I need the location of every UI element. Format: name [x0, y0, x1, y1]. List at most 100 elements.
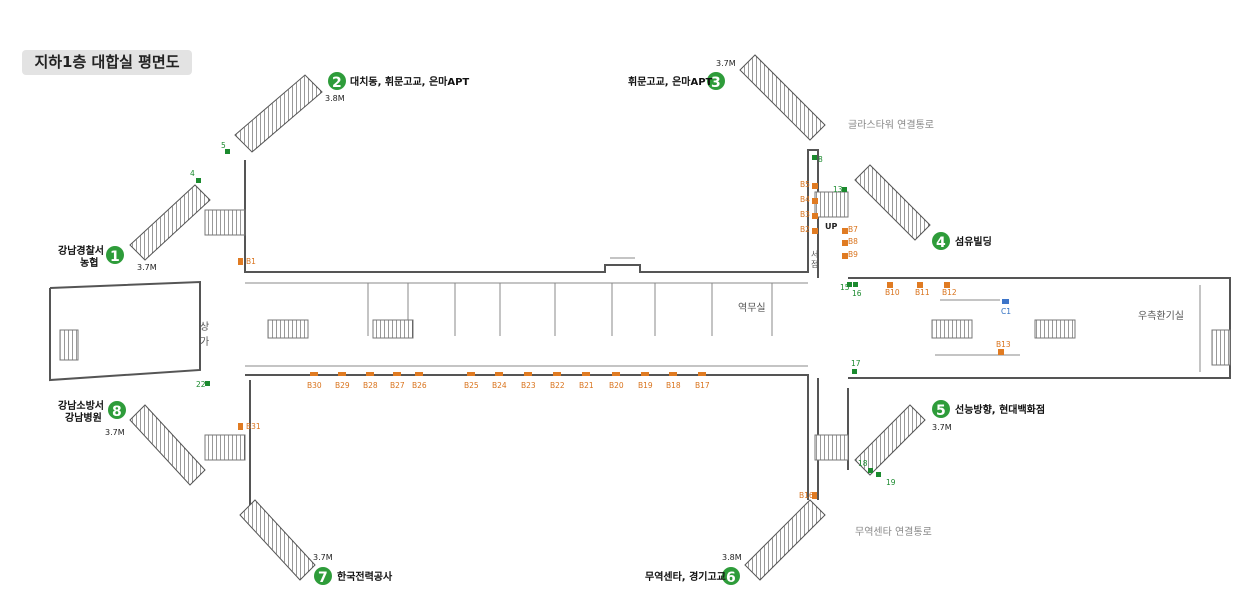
shop-b25-b25: B25 — [464, 372, 479, 390]
facility-13-mark — [842, 187, 847, 192]
exit-7[interactable]: 7 한국전력공사 3.7M — [313, 553, 393, 586]
facility-17-mark — [852, 369, 857, 374]
exit-5[interactable]: 5 선능방향, 현대백화점 3.7M — [932, 400, 1045, 432]
shop-b3-label: B3 — [800, 210, 810, 219]
facility-8-8: 8 — [812, 155, 823, 164]
shop-b26-b26: B26 — [412, 372, 427, 390]
facility-4-mark — [196, 178, 201, 183]
exit-8-badge — [108, 401, 126, 419]
exit-8[interactable]: 8 강남소방서 강남병원 3.7M — [58, 399, 126, 437]
shop-b27-b27: B27 — [390, 372, 405, 390]
exit-1[interactable]: 1 강남경찰서 농협 3.7M — [58, 244, 157, 272]
facility-4-4: 4 — [190, 169, 201, 183]
shop-b24-b24: B24 — [492, 372, 507, 390]
facility-13-label: 13 — [833, 185, 843, 194]
shop-b26-mark — [415, 372, 423, 376]
shop-b19-mark — [641, 372, 649, 376]
facility-13-13: 13 — [833, 185, 847, 194]
shop-b30-mark — [310, 372, 318, 376]
exit-7-number: 7 — [318, 570, 328, 586]
shop-b9-b9: B9 — [842, 250, 858, 259]
exit-6[interactable]: 6 무역센타, 경기고교 3.8M — [645, 553, 742, 586]
exit-6-number: 6 — [726, 570, 736, 586]
shop-b8-mark — [842, 240, 848, 246]
up-label: UP — [825, 222, 837, 231]
shop-b20-label: B20 — [609, 381, 624, 390]
shop-b10-label: B10 — [885, 288, 900, 297]
exit-3-height: 3.7M — [716, 59, 736, 68]
exit-8-height: 3.7M — [105, 428, 125, 437]
exit-3-badge — [707, 72, 725, 90]
exit-4-label: 섬유빌딩 — [955, 235, 992, 248]
shop-b23-mark — [524, 372, 532, 376]
exit-2-number: 2 — [332, 75, 342, 91]
shop-b21-mark — [582, 372, 590, 376]
facility-15-15: 15 — [840, 282, 852, 292]
shop-b13-b13: B13 — [996, 340, 1011, 355]
facility-19-19: 19 — [876, 472, 896, 487]
exit-1-label-line-1: 강남경찰서 — [58, 244, 104, 257]
shop-b5-mark — [812, 183, 818, 189]
facility-17-17: 17 — [851, 359, 861, 374]
exit-3-number: 3 — [711, 75, 721, 91]
shop-b2-b2: B2 — [800, 225, 818, 234]
stairway-exit-6 — [744, 499, 826, 581]
shop-b4-b4: B4 — [800, 195, 818, 204]
exit-4-badge — [932, 232, 950, 250]
shop-b11-label: B11 — [915, 288, 930, 297]
shop-b31-mark — [238, 423, 243, 430]
exit-4[interactable]: 4 섬유빌딩 — [932, 232, 992, 251]
shop-b28-label: B28 — [363, 381, 378, 390]
shop-b8-label: B8 — [848, 237, 858, 246]
shop-b11-mark — [917, 282, 923, 288]
shop-b22-label: B22 — [550, 381, 565, 390]
shop-b16-label: B16 — [799, 491, 814, 500]
exit-5-height: 3.7M — [932, 423, 952, 432]
shop-b1-label: B1 — [246, 257, 256, 266]
facility-5-mark — [225, 149, 230, 154]
shop-b30-label: B30 — [307, 381, 322, 390]
shop-b29-mark — [338, 372, 346, 376]
glass-tower-connection-label: 글라스타워 연결통로 — [848, 118, 934, 131]
facility-22-label: 22 — [196, 380, 206, 389]
marker-c1-label: C1 — [1001, 307, 1011, 316]
ventilation-room-label: 우측환기실 — [1138, 310, 1184, 322]
marker-c1-mark — [1002, 299, 1009, 304]
corner-label-2: 점 — [811, 259, 818, 269]
shop-b31-b31: B31 — [238, 422, 261, 431]
exit-8-number: 8 — [112, 404, 122, 420]
interior-partitions — [245, 257, 1201, 372]
exit-2[interactable]: 2 대치동, 휘문고교, 은마APT 3.8M — [325, 72, 469, 103]
exit-8-label-line-1: 강남소방서 — [58, 399, 104, 412]
shop-b1-mark — [238, 258, 243, 265]
shop-b3-mark — [812, 213, 818, 219]
exit-3[interactable]: 3 휘문고교, 은마APT 3.7M — [628, 59, 736, 91]
stairway-exit-7 — [239, 499, 316, 581]
shop-b11-b11: B11 — [915, 282, 930, 297]
shop-b28-mark — [366, 372, 374, 376]
exit-5-label: 선능방향, 현대백화점 — [955, 403, 1045, 416]
exit-6-label: 무역센타, 경기고교 — [645, 570, 726, 583]
shop-b12-mark — [944, 282, 950, 288]
shop-b7-b7: B7 — [842, 225, 858, 234]
inner-stairs — [59, 191, 1231, 461]
facility-4-label: 4 — [190, 169, 195, 178]
shop-b28-b28: B28 — [363, 372, 378, 390]
exit-3-label: 휘문고교, 은마APT — [628, 75, 713, 88]
facility-17-label: 17 — [851, 359, 861, 368]
station-office-label: 역무실 — [738, 302, 766, 314]
shop-b5-label: B5 — [800, 180, 810, 189]
shop-b19-label: B19 — [638, 381, 653, 390]
corner-label-1: 서 — [811, 250, 818, 259]
shop-b7-label: B7 — [848, 225, 858, 234]
concourse-walls — [49, 149, 1231, 510]
exit-2-height: 3.8M — [325, 94, 345, 103]
trade-center-connection-label: 무역센타 연결통로 — [855, 526, 932, 538]
shop-b7-mark — [842, 228, 848, 234]
shop-b18-label: B18 — [666, 381, 681, 390]
shop-b8-b8: B8 — [842, 237, 858, 246]
shop-b26-label: B26 — [412, 381, 427, 390]
